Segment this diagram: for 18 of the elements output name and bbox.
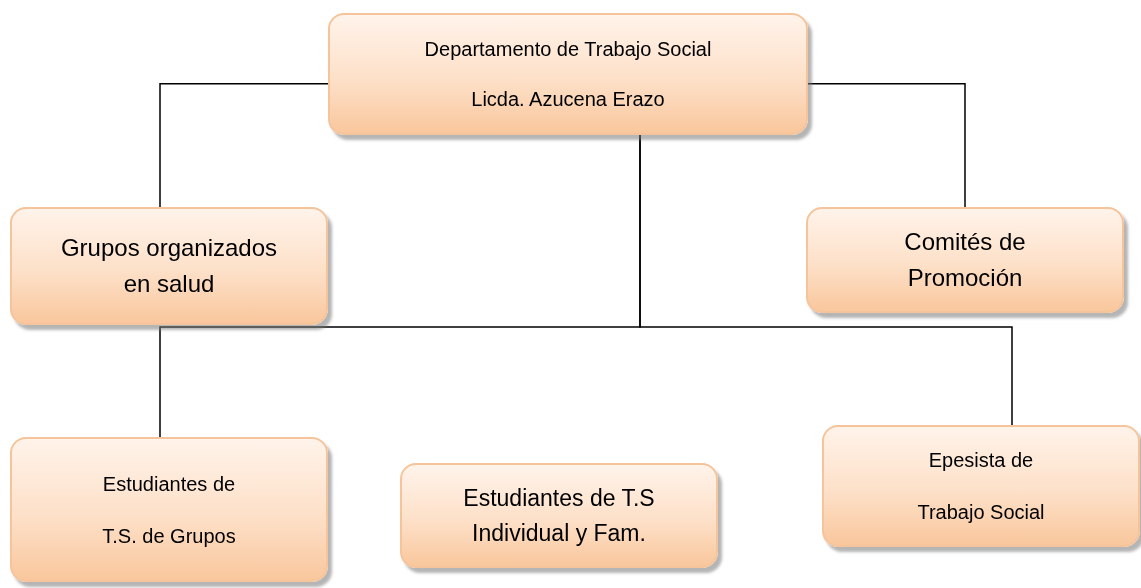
connector-line	[159, 83, 329, 208]
box-label: Departamento de Trabajo Social	[424, 37, 712, 62]
box-label: Trabajo Social	[917, 500, 1045, 525]
box-label: Grupos organizados en salud	[59, 233, 279, 299]
org-box	[10, 437, 328, 582]
org-box	[822, 425, 1140, 547]
box-label: Epesista de	[928, 448, 1034, 473]
connector-line	[807, 83, 966, 208]
connector-line	[639, 134, 1013, 426]
box-label: Licda. Azucena Erazo	[471, 87, 665, 112]
box-label: Comités de Promoción	[903, 227, 1027, 293]
box-label: Estudiantes de T.S Individual y Fam.	[462, 484, 656, 548]
org-box	[10, 207, 328, 325]
org-box	[328, 13, 808, 135]
org-box	[806, 207, 1124, 313]
org-box	[400, 463, 718, 568]
box-label: T.S. de Grupos	[102, 523, 236, 549]
box-label: Estudiantes de	[102, 471, 236, 497]
